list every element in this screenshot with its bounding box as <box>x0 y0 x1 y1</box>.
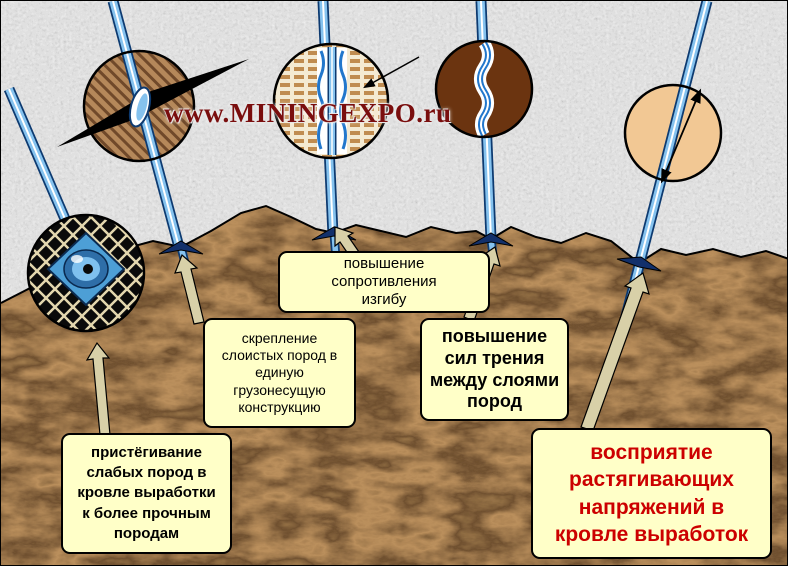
callout-bond-circle <box>434 1 534 240</box>
anchor-bolt-3 <box>475 1 497 240</box>
callout-mesh-circle <box>3 86 146 333</box>
callout-fissure-circle <box>57 1 249 249</box>
label-weak-rock-fastening: пристёгивание слабых пород в кровле выра… <box>61 433 232 554</box>
label-tensile-stress: восприятие растягивающих напряжений в кр… <box>531 428 772 559</box>
bolt-plate-4 <box>616 256 662 272</box>
fissure-wing-shape <box>57 59 249 147</box>
callout-tension-circle <box>617 1 723 330</box>
callout-layered-circle <box>272 1 420 236</box>
label-layer-binding: скрепление слоистых пород в единую грузо… <box>203 318 356 428</box>
label-bending-resistance: повышение сопротивления изгибу <box>278 251 490 313</box>
tension-double-arrow <box>660 88 702 184</box>
arrow-to-bolt-1 <box>174 253 205 325</box>
arrow-to-mesh-circle <box>85 341 111 436</box>
label-friction-increase: повышение сил трения между слоями пород <box>420 318 569 421</box>
anchor-bolt-1 <box>107 1 185 249</box>
mesh-bolt <box>3 86 71 222</box>
leader-line <box>363 56 420 89</box>
anchor-bolt-2 <box>317 1 339 236</box>
arrow-to-bolt-4 <box>580 272 650 432</box>
